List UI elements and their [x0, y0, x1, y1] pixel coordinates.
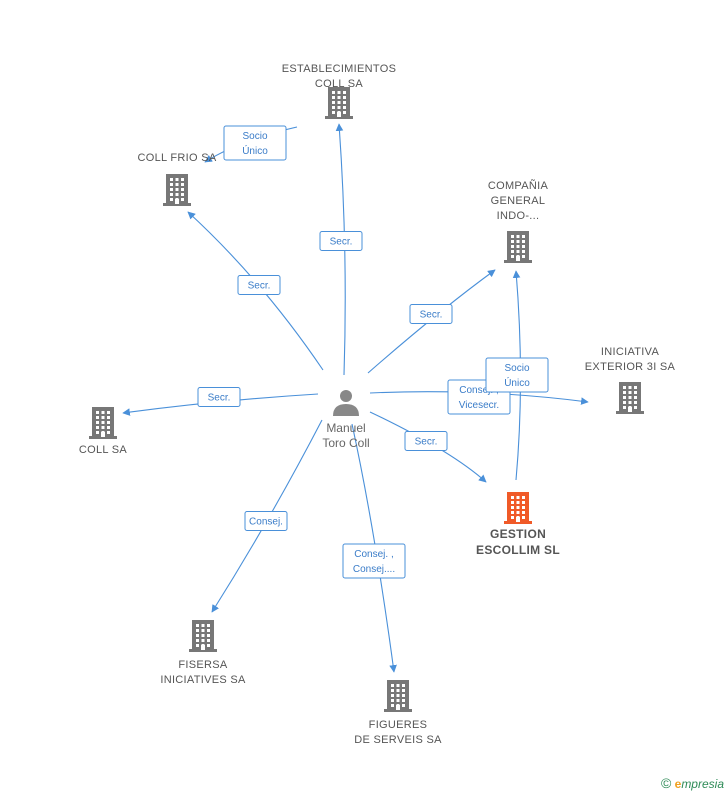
company-label: COLL FRIO SA [138, 152, 217, 164]
edge-label-to-establecimientos[interactable]: Secr. [319, 231, 363, 251]
edge-label-to-fisersa[interactable]: Consej. [244, 511, 288, 531]
company-label: GENERAL [491, 195, 546, 207]
edge-label-box [237, 275, 281, 295]
brand-initial: e [674, 777, 682, 791]
edge-label-text: Socio [242, 131, 267, 142]
edge-label-text: Vicesecr. [459, 400, 499, 411]
edge-label-to-coll-frio[interactable]: Secr. [237, 275, 281, 295]
company-label: COLL SA [315, 78, 364, 90]
edge-label-text: Secr. [248, 281, 271, 292]
building-icon [163, 174, 191, 206]
edge-label-text: Secr. [208, 393, 231, 404]
edge-label-box [409, 304, 453, 324]
edge-label-text: Secr. [330, 237, 353, 248]
company-node-establecimientos[interactable]: ESTABLECIMIENTOS COLL SA [282, 63, 396, 119]
edge-label-text: Consej. , [354, 549, 393, 560]
edge-label-box [485, 357, 549, 393]
building-icon [325, 87, 353, 119]
company-node-gestion[interactable]: GESTION ESCOLLIM SL [476, 492, 560, 557]
edge-label-box [197, 387, 241, 407]
footer-brand[interactable]: © empresia [661, 775, 724, 791]
company-node-compania[interactable]: COMPAÑIA GENERAL INDO-... [488, 179, 549, 263]
company-label: INDO-... [497, 210, 540, 222]
edge-label-text: Socio [504, 363, 529, 374]
building-icon [504, 231, 532, 263]
edge-label-box [319, 231, 363, 251]
edge-label-box [244, 511, 288, 531]
copyright-symbol: © [660, 775, 672, 791]
building-icon [89, 407, 117, 439]
company-label: DE SERVEIS SA [354, 734, 442, 746]
building-icon [384, 680, 412, 712]
edge-label-box [342, 543, 406, 579]
building-icon [616, 382, 644, 414]
company-label: FISERSA [178, 659, 228, 671]
edge-label-text: Único [504, 376, 530, 389]
company-label: INICIATIVES SA [160, 674, 246, 686]
company-label: COMPAÑIA [488, 179, 549, 192]
edge-label-to-gestion[interactable]: Secr. [404, 431, 448, 451]
edge-label-to-figueres[interactable]: Consej. , Consej.... [342, 543, 406, 579]
person-icon [333, 390, 359, 416]
brand-name: mpresia [681, 777, 724, 791]
company-label: INICIATIVA [601, 346, 660, 358]
edge-label-to-coll-sa[interactable]: Secr. [197, 387, 241, 407]
edge-label-box [223, 125, 287, 161]
company-label: ESTABLECIMIENTOS [282, 63, 396, 75]
company-node-figueres[interactable]: FIGUERES DE SERVEIS SA [354, 680, 442, 746]
company-label: FIGUERES [369, 719, 428, 731]
company-label: COLL SA [79, 444, 128, 456]
edge-label-text: Único [242, 144, 268, 157]
edge-label-text: Consej. [249, 517, 283, 528]
edge-to-figueres [351, 423, 397, 673]
company-node-coll-frio[interactable]: COLL FRIO SA [138, 152, 217, 206]
person-name-line1: Manuel [326, 421, 365, 435]
company-label: GESTION [490, 527, 546, 541]
company-node-fisersa[interactable]: FISERSA INICIATIVES SA [160, 620, 246, 686]
edge-label-to-compania[interactable]: Secr. [409, 304, 453, 324]
edge-label-text: Secr. [420, 310, 443, 321]
edge-label-box [404, 431, 448, 451]
person-name-line2: Toro Coll [322, 436, 369, 450]
edge-label-text: Consej. , [459, 385, 498, 396]
company-node-coll-sa[interactable]: COLL SA [79, 407, 128, 456]
edge-label-text: Consej.... [353, 564, 395, 575]
company-label: EXTERIOR 3I SA [585, 361, 676, 373]
company-label: ESCOLLIM SL [476, 543, 560, 557]
building-icon [189, 620, 217, 652]
company-node-iniciativa[interactable]: INICIATIVA EXTERIOR 3I SA [585, 346, 676, 414]
edge-label-text: Secr. [415, 437, 438, 448]
building-icon [504, 492, 532, 524]
